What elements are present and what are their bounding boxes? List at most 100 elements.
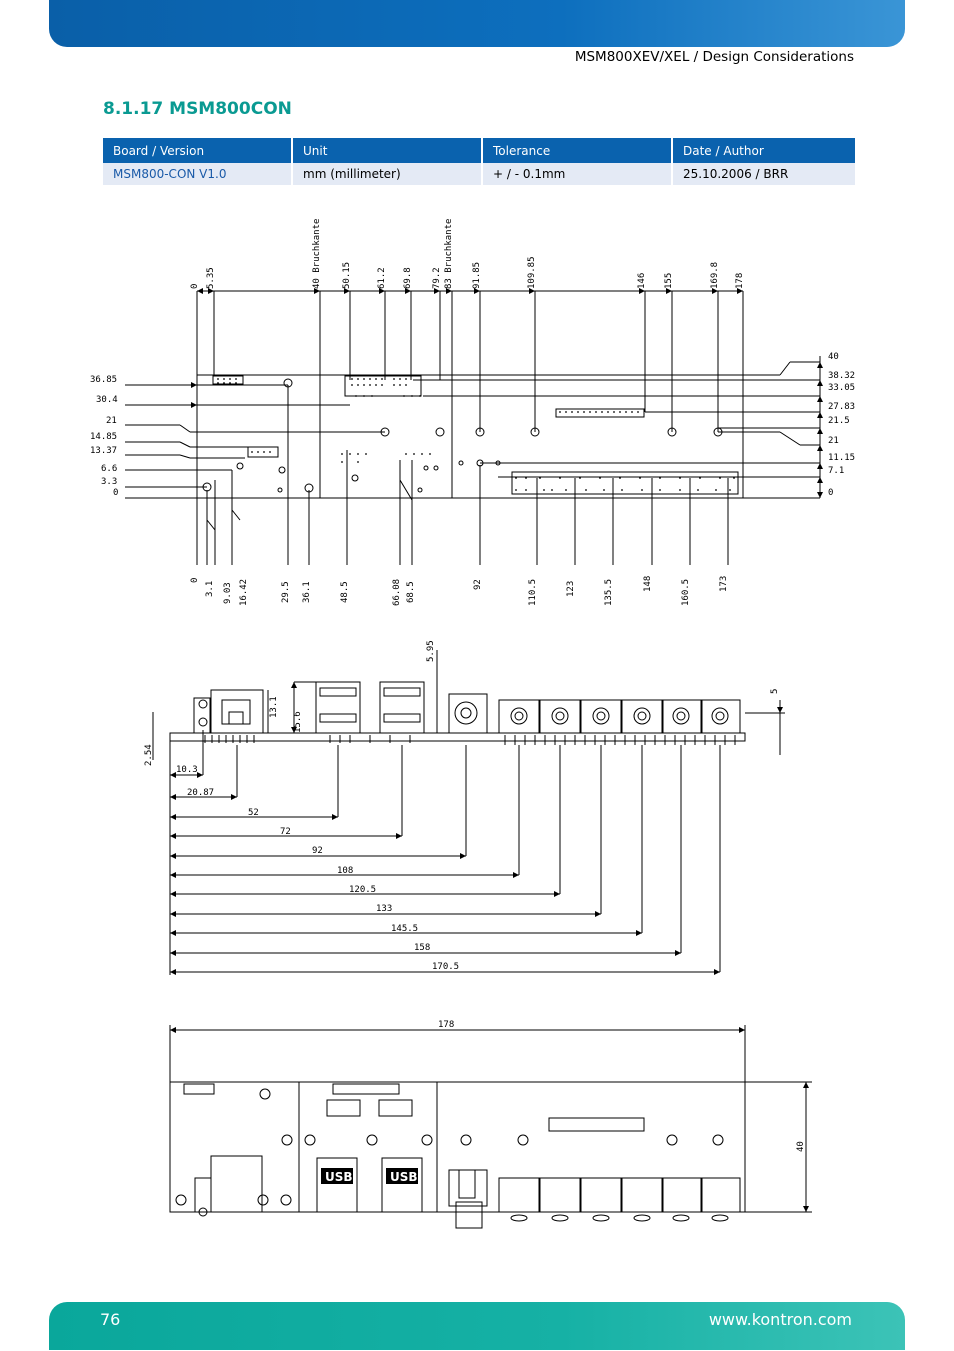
dim-label: 83 Bruchkante <box>444 219 454 289</box>
dim-label: 109.85 <box>527 256 537 289</box>
dim-label: 158 <box>414 943 430 953</box>
dim-label: 110.5 <box>528 579 538 606</box>
board-view-labels: 178 40 USB USB <box>321 1020 806 1184</box>
left-dim-labels: 36.85 30.4 21 14.85 13.37 6.6 3.3 0 <box>90 375 118 498</box>
rj45-connector <box>210 1155 263 1213</box>
dim-label: 5.95 <box>426 640 436 662</box>
board-outline <box>196 374 744 499</box>
dim-label: 2.54 <box>144 744 154 766</box>
dim-label: 178 <box>735 273 745 289</box>
dim-label: 38.32 <box>828 371 855 381</box>
dim-label: 29.5 <box>281 581 291 603</box>
dim-label: 0 <box>113 488 118 498</box>
dim-label: 7.1 <box>828 466 844 476</box>
dim-label: 9.03 <box>223 582 233 604</box>
usb-logo-plate <box>321 1168 353 1184</box>
dim-label: 69.8 <box>403 267 413 289</box>
audio-jack <box>580 699 622 734</box>
dim-label: 133 <box>376 904 392 914</box>
audio-jack <box>539 699 581 734</box>
table-cell: MSM800-CON V1.0 <box>103 163 293 185</box>
dim-label: 66.08 <box>392 579 402 606</box>
audio-jack <box>701 699 741 734</box>
usb-stack <box>379 681 425 734</box>
audio-jack <box>621 1177 663 1213</box>
usb-connector <box>381 1157 423 1213</box>
right-dim-labels: 40 38.32 33.05 27.83 21.5 21 11.15 7.1 0 <box>828 352 855 498</box>
audio-jack <box>662 699 702 734</box>
section-title: 8.1.17 MSM800CON <box>103 99 292 119</box>
power-jack <box>448 1169 488 1207</box>
pin-teeth <box>204 735 736 745</box>
dim-label: 15.6 <box>293 711 303 733</box>
pcb-edge <box>169 732 746 742</box>
dim-label: 14.85 <box>90 432 117 442</box>
dim-label: 148 <box>643 576 653 592</box>
dim-label: 91.85 <box>472 262 482 289</box>
dim-label: 3.1 <box>205 581 215 597</box>
bottom-banner <box>49 1302 905 1350</box>
page-number: 76 <box>100 1310 121 1329</box>
dim-label: 155 <box>664 273 674 289</box>
drawing-top-view <box>125 290 821 565</box>
audio-jack <box>580 1177 622 1213</box>
dim-label: 10.3 <box>176 765 198 775</box>
dim-label: 0 <box>828 488 833 498</box>
audio-jack <box>539 1177 581 1213</box>
dim-label: 123 <box>566 581 576 597</box>
dim-label: 68.5 <box>406 581 416 603</box>
dim-label: 120.5 <box>349 885 376 895</box>
table-cell: + / - 0.1mm <box>482 163 673 185</box>
dim-label: 16.42 <box>239 579 249 606</box>
audio-jack <box>498 699 540 734</box>
dim-label: 21.5 <box>828 416 850 426</box>
rj45-connector <box>210 689 264 734</box>
dim-label: 50.15 <box>342 262 352 289</box>
drawing-board-view <box>169 1025 812 1229</box>
website-link[interactable]: www.kontron.com <box>708 1310 852 1329</box>
dim-label: 21 <box>106 416 117 426</box>
usb-stack <box>315 681 361 734</box>
col-header: Unit <box>292 138 483 163</box>
dim-label: 30.4 <box>96 395 118 405</box>
dim-label: 48.5 <box>340 581 350 603</box>
usb-logo-plate <box>386 1168 418 1184</box>
usb-label: USB <box>390 1170 418 1184</box>
table-header-row: Board / Version Unit Tolerance Date / Au… <box>103 138 855 163</box>
dimension-arrows <box>191 288 823 498</box>
dim-label: 72 <box>280 827 291 837</box>
board-outline <box>169 1081 746 1213</box>
audio-jack <box>621 699 663 734</box>
col-header: Date / Author <box>672 138 855 163</box>
top-dim-labels: 0 5.35 40 Bruchkante 50.15 61.2 69.8 79.… <box>190 219 745 289</box>
dim-label: 40 Bruchkante <box>312 219 322 289</box>
dim-label: 92 <box>473 579 483 590</box>
dim-label: 5.35 <box>206 267 216 289</box>
dim-label: 169.8 <box>710 262 720 289</box>
dim-label: 11.15 <box>828 453 855 463</box>
col-header: Board / Version <box>103 138 293 163</box>
dim-label: 135.5 <box>604 579 614 606</box>
dim-label: 52 <box>248 808 259 818</box>
dim-label: 160.5 <box>681 579 691 606</box>
usb-label: USB <box>325 1170 353 1184</box>
bottom-dim-labels: 0 3.1 9.03 16.42 29.5 36.1 48.5 66.08 68… <box>190 576 729 606</box>
dim-label: 36.85 <box>90 375 117 385</box>
dim-label: 40 <box>796 1141 806 1152</box>
dim-label: 13.1 <box>269 696 279 718</box>
spec-table: Board / Version Unit Tolerance Date / Au… <box>103 138 855 185</box>
dim-label: 6.6 <box>101 464 117 474</box>
dim-label: 170.5 <box>432 962 459 972</box>
top-banner <box>49 0 905 47</box>
dim-label: 27.83 <box>828 402 855 412</box>
drawing-front-view <box>152 650 785 975</box>
dimension-arrows <box>170 1027 809 1212</box>
dimension-arrows <box>170 682 783 975</box>
dim-label: 92 <box>312 846 323 856</box>
dim-label: 13.37 <box>90 446 117 456</box>
dim-label: 5 <box>770 689 780 694</box>
dim-label: 145.5 <box>391 924 418 934</box>
front-view-labels: 5.95 5 13.1 15.6 2.54 10.3 20.87 52 72 9… <box>144 640 780 972</box>
document-reference: MSM800XEV/XEL / Design Considerations <box>574 49 854 65</box>
